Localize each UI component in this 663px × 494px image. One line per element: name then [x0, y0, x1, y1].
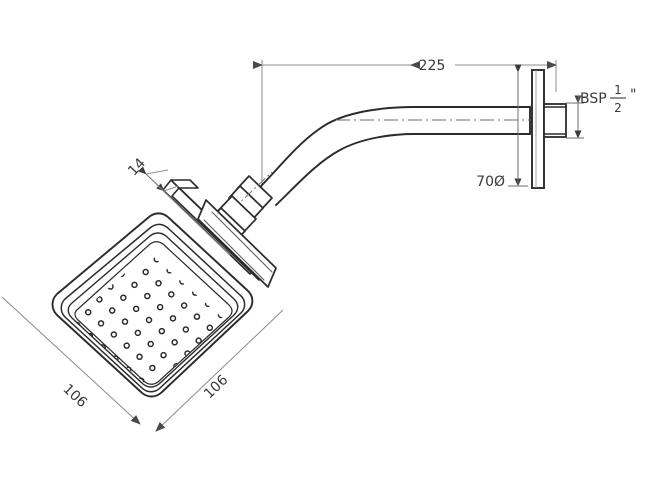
nozzle-hole: [193, 313, 201, 320]
nozzle-hole: [120, 294, 127, 301]
nozzle-hole: [185, 374, 193, 381]
nozzle-hole: [145, 316, 153, 324]
nozzle-hole: [208, 348, 215, 356]
dimension-106-right-label: 106: [201, 372, 231, 402]
nozzle-hole: [140, 402, 145, 407]
bsp-fraction-numerator: 1: [614, 83, 622, 97]
nozzle-hole: [51, 324, 56, 329]
nozzle-hole: [206, 324, 214, 332]
nozzle-hole: [134, 329, 142, 337]
shower-head-body: [51, 212, 254, 398]
bsp-thread-spigot: [543, 103, 567, 138]
swivel-joint: [228, 171, 273, 221]
bsp-label-prefix: BSP: [580, 91, 607, 107]
nozzle-hole: [142, 268, 149, 276]
nozzle-hole: [75, 345, 82, 353]
nozzle-hole: [180, 302, 188, 309]
nozzle-hole: [136, 353, 143, 361]
nozzle-hole: [160, 351, 167, 359]
nozzle-hole: [156, 303, 164, 311]
dimension-70-diameter: 70Ø: [476, 64, 528, 190]
shower-arm-tube: [259, 106, 531, 206]
nozzle-hole: [128, 391, 133, 396]
nozzle-hole: [174, 387, 182, 388]
dimension-106-left-label: 106: [59, 381, 90, 411]
nozzle-hole: [168, 291, 175, 298]
nozzle-hole: [63, 335, 68, 340]
nozzle-hole: [101, 368, 108, 375]
nozzle-hole: [171, 339, 178, 346]
nozzle-hole: [164, 401, 169, 406]
nozzle-hole: [110, 331, 118, 338]
nozzle-hole: [158, 327, 166, 335]
nozzle-hole: [113, 379, 121, 386]
dimension-14-label: 14: [125, 155, 149, 179]
nozzle-hole: [132, 305, 140, 313]
dimension-225: 225: [253, 58, 557, 74]
nozzle-hole: [153, 413, 158, 418]
dimension-225-label: 225: [419, 58, 446, 74]
nozzle-hole: [88, 356, 95, 364]
nozzle-hole: [96, 296, 103, 303]
nozzle-hole: [195, 337, 202, 344]
nozzle-hole: [121, 318, 129, 325]
isometric-head-view: 14 106 106: [1, 155, 284, 432]
nozzle-hole: [131, 281, 138, 289]
bsp-label-suffix: ": [630, 87, 636, 103]
nozzle-hole: [147, 340, 154, 348]
nozzle-hole: [97, 320, 105, 327]
nozzle-hole: [108, 307, 116, 314]
bsp-fraction-denominator: 2: [614, 101, 622, 115]
nozzle-hole: [197, 361, 204, 368]
wall-flange: [531, 69, 545, 189]
nozzle-hole: [182, 326, 190, 333]
nozzle-hole: [149, 364, 156, 372]
nozzle-hole: [169, 315, 177, 322]
dimension-70-diameter-label: 70Ø: [476, 174, 505, 190]
nozzle-hole: [144, 292, 151, 300]
side-elevation-view: 225: [207, 58, 636, 246]
bsp-dimension: BSP 1 2 ": [566, 83, 636, 139]
nozzle-hole: [155, 279, 162, 287]
nozzle-hole: [123, 342, 130, 349]
nozzle-hole: [84, 308, 92, 316]
head-mounting-bracket: [162, 179, 277, 288]
